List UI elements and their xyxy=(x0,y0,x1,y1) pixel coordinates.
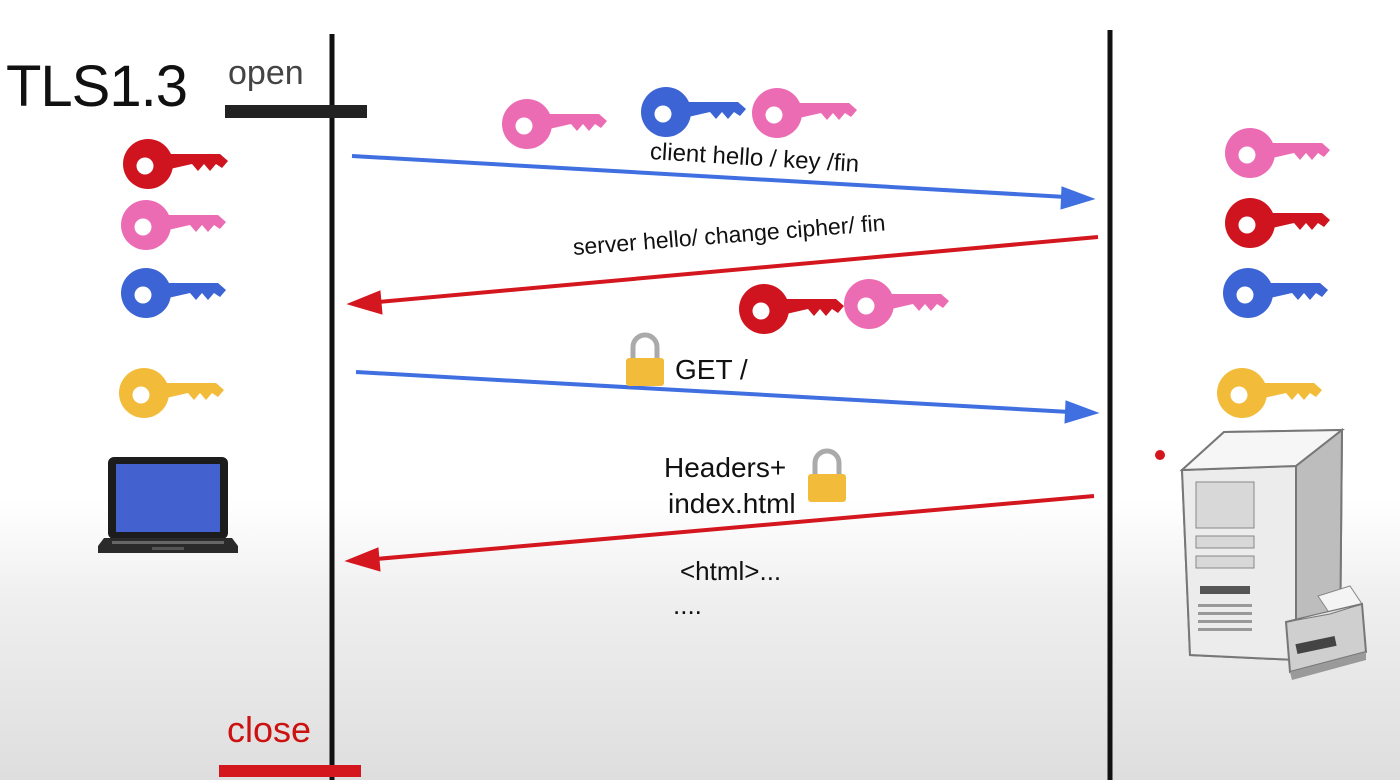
server-red-key-icon xyxy=(1225,198,1330,248)
body-label-line2: .... xyxy=(673,590,702,620)
open-bar xyxy=(225,105,367,118)
client-pink-key-icon xyxy=(121,200,226,250)
response-lock-icon xyxy=(808,451,846,502)
laptop-icon xyxy=(98,457,238,553)
client-hello-arrow xyxy=(351,154,1096,210)
message-pink-key-2-icon xyxy=(752,88,857,138)
message-pink-key-icon xyxy=(502,99,607,149)
close-bar xyxy=(219,765,361,777)
client-red-key-icon xyxy=(123,139,228,189)
server-hello-arrow xyxy=(346,235,1099,315)
get-request-arrow xyxy=(355,370,1100,424)
message-red-key-icon xyxy=(739,284,844,334)
red-dot xyxy=(1155,450,1165,460)
close-label: close xyxy=(227,709,312,750)
client-yellow-key-icon xyxy=(119,368,224,418)
response-label-line1: Headers+ xyxy=(664,452,787,483)
open-label: open xyxy=(228,54,304,92)
get-request-label: GET / xyxy=(675,354,748,385)
message-pink-key-3-icon xyxy=(844,279,949,329)
diagram-title: TLS1.3 xyxy=(6,54,188,119)
client-blue-key-icon xyxy=(121,268,226,318)
body-label-line1: <html>... xyxy=(680,556,782,586)
printer-icon xyxy=(1284,585,1368,680)
server-yellow-key-icon xyxy=(1217,368,1322,418)
server-blue-key-icon xyxy=(1223,268,1328,318)
response-arrow xyxy=(344,494,1095,572)
message-blue-key-icon xyxy=(641,87,746,137)
server-pink-key-icon xyxy=(1225,128,1330,178)
response-label-line2: index.html xyxy=(668,488,796,519)
get-lock-icon xyxy=(626,335,664,386)
